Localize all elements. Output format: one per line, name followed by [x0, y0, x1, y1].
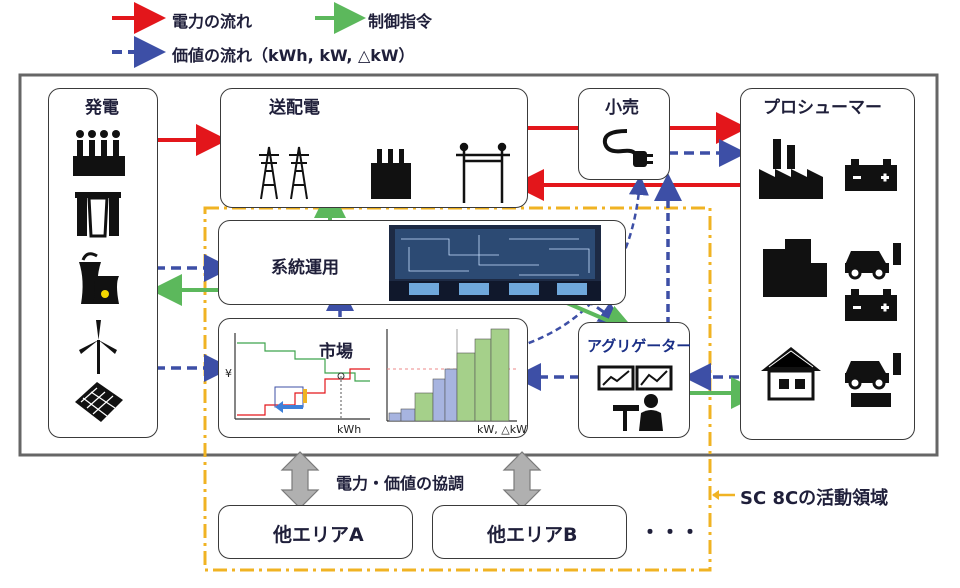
building-icon	[763, 239, 827, 297]
area-b-title: 他エリアB	[487, 524, 578, 546]
generation-icons	[73, 130, 125, 422]
ellipsis: ・・・	[640, 520, 700, 544]
transformer-icon	[371, 149, 411, 199]
grid-node: 送配電	[220, 88, 528, 208]
outer-frame	[18, 73, 939, 457]
nuclear-icon	[79, 252, 119, 304]
wind-turbine-icon	[79, 320, 117, 374]
market-title: 市場	[319, 342, 353, 362]
prosumer-title: プロシューマー	[763, 98, 882, 118]
yen-label: ¥	[225, 367, 232, 380]
ev-icon	[845, 243, 901, 280]
area-a-node: 他エリアA	[218, 505, 413, 559]
dam-icon	[75, 192, 121, 238]
generation-node: 発電	[48, 88, 158, 438]
operator-monitor-icon	[597, 365, 673, 431]
coordination-arrow-a	[280, 451, 320, 509]
bid-bar-chart	[386, 328, 517, 422]
sc-area-label: SC 8Cの活動領域	[740, 488, 889, 509]
area-b-node: 他エリアB	[432, 505, 627, 559]
legend-power-label: 電力の流れ	[172, 12, 253, 31]
control-room-photo	[389, 225, 601, 301]
coordination-label: 電力・価値の協調	[336, 474, 465, 493]
market-to-retail-value	[499, 175, 649, 354]
market-x-label: kWh	[337, 423, 362, 436]
system-operation-node: 系統運用	[218, 220, 626, 305]
retail-node: 小売	[578, 88, 670, 180]
ev-icon	[845, 353, 901, 407]
grid-title: 送配電	[269, 98, 320, 118]
bar-x-label: kW, △kW	[477, 423, 527, 436]
retail-title: 小売	[605, 98, 639, 118]
battery-icon	[845, 289, 897, 321]
solar-panel-icon	[75, 382, 123, 422]
supply-demand-chart	[234, 333, 370, 420]
area-a-title: 他エリアA	[273, 524, 364, 546]
plug-icon	[602, 129, 653, 167]
prosumer-icons	[759, 139, 901, 407]
transmission-tower-icon	[259, 146, 309, 200]
legend-control-label: 制御指令	[368, 12, 433, 31]
system-operation-title: 系統運用	[271, 258, 339, 278]
battery-icon	[845, 159, 897, 191]
market-node: 市場 ¥ kWh kW, △kW	[218, 318, 528, 438]
factory-icon	[73, 130, 125, 176]
coordination-arrow-b	[502, 451, 542, 509]
prosumer-node: プロシューマー	[740, 88, 915, 440]
factory-icon	[759, 139, 823, 199]
house-solar-icon	[761, 347, 821, 401]
utility-pole-icon	[456, 142, 510, 203]
grid-icons	[259, 142, 510, 203]
legend-value-label: 価値の流れ（kWh, kW, △kW）	[172, 46, 415, 65]
generation-title: 発電	[85, 98, 119, 118]
aggregator-node: アグリゲーター	[578, 322, 692, 438]
aggregator-title: アグリゲーター	[587, 337, 692, 355]
